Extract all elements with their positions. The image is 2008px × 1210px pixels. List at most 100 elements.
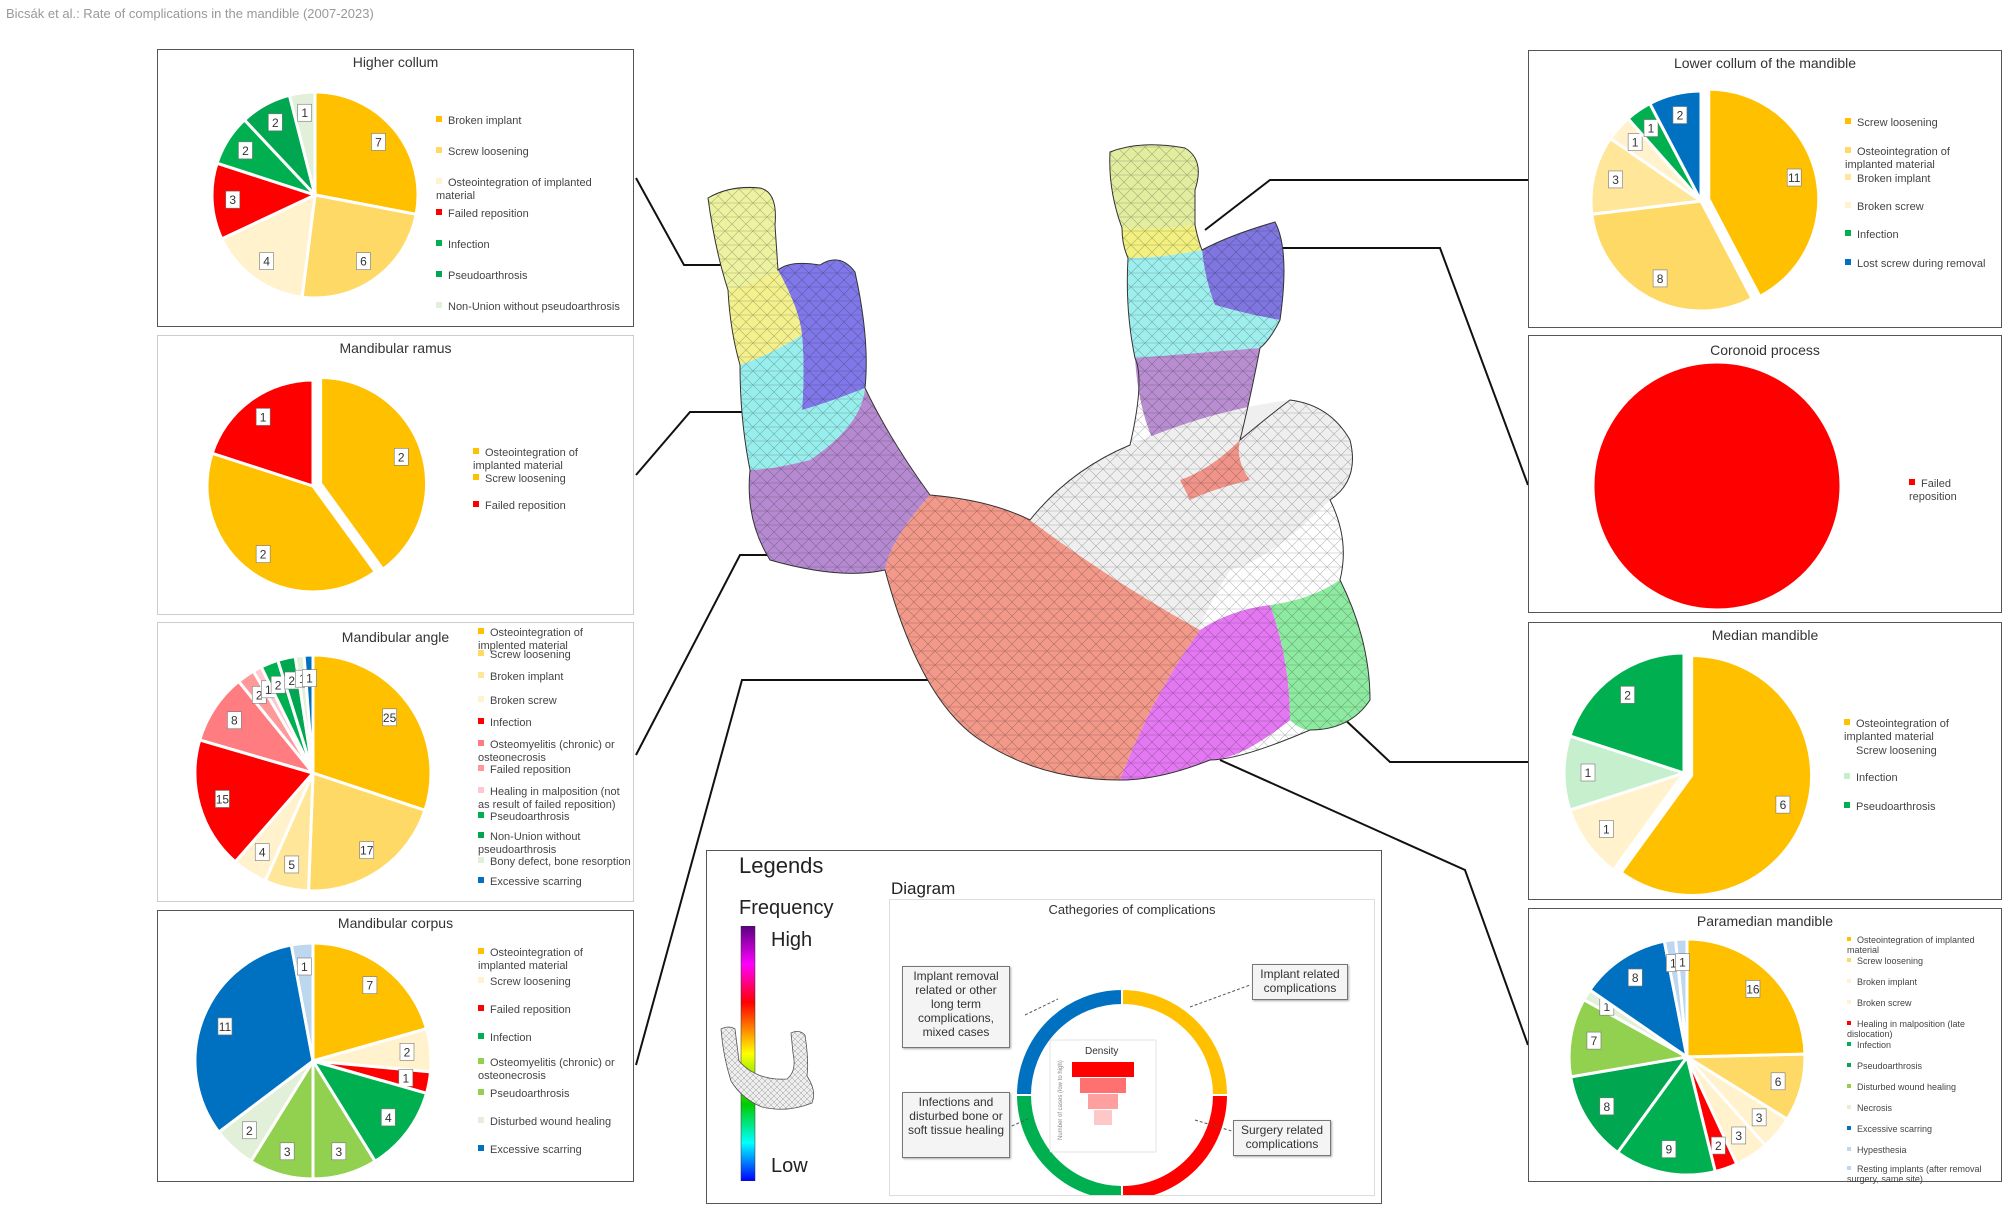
data-label-box: [1608, 170, 1623, 189]
legend-swatch: [478, 948, 484, 954]
legend-swatch: [478, 832, 484, 838]
data-label: 3: [1756, 1111, 1763, 1125]
legend-swatch: [478, 1117, 484, 1123]
pie-slice: [1647, 89, 1703, 202]
legend-label: Necrosis: [1857, 1103, 1893, 1113]
data-label-box: [284, 855, 300, 874]
legend-swatch: [1845, 147, 1851, 153]
legend-label: Excessive scarring: [490, 876, 582, 888]
pie-slice: [311, 653, 433, 813]
data-label: 6: [1775, 1075, 1782, 1089]
legend-swatch: [478, 765, 484, 771]
density-bar: [1080, 1078, 1126, 1093]
density-bar: [1088, 1094, 1118, 1109]
data-label-box: [362, 976, 378, 994]
legend-swatch: [473, 448, 479, 454]
legend-label: Broken implant: [448, 115, 522, 127]
pie-slice: [1587, 939, 1690, 1061]
pie-slice: [193, 738, 316, 864]
data-label-box: [399, 1042, 415, 1061]
data-label-box: [1661, 1140, 1677, 1158]
data-label: 1: [1648, 122, 1655, 136]
legend-swatch: [1845, 118, 1851, 124]
legend-label: Failed reposition: [490, 764, 571, 776]
pie-slice: [1589, 136, 1706, 216]
legend-label: Infection: [1857, 1040, 1892, 1050]
data-label: 3: [1735, 1129, 1742, 1143]
legend-swatch: [436, 178, 442, 184]
data-label: 5: [288, 858, 295, 872]
legend-label: Failed reposition: [490, 1004, 571, 1016]
data-label-box: [1599, 820, 1614, 838]
legend-swatch: [436, 271, 442, 277]
data-label: 1: [1603, 1000, 1610, 1014]
data-label-box: [1627, 133, 1643, 151]
legend-swatch: [478, 812, 484, 818]
data-label: 6: [360, 255, 367, 269]
data-label-box: [242, 1121, 257, 1140]
legend-swatch: [1847, 1021, 1851, 1025]
legend-swatch: [1847, 1084, 1851, 1088]
legend-label: Broken implant: [490, 671, 564, 683]
legend-label: Osteointegration of implented material: [478, 627, 583, 652]
data-label: 6: [1780, 798, 1787, 812]
legend-label: Pseudoarthrosis: [490, 1088, 570, 1100]
data-label: 8: [1632, 971, 1639, 985]
legend-swatch: [1847, 1147, 1851, 1151]
legend-swatch: [1847, 1105, 1851, 1109]
data-label-box: [359, 841, 375, 859]
legend-label: Broken screw: [1857, 201, 1924, 213]
data-label-box: [296, 957, 312, 976]
density-axis-label: Number of cases (low to high): [1058, 1060, 1064, 1140]
legend-label: Failed reposition: [1909, 478, 1957, 503]
data-label-box: [1652, 269, 1668, 288]
legend-label: Screw loosening: [1857, 117, 1938, 129]
chart-title: Paramedian mandible: [1696, 913, 1834, 929]
legend-label: Osteointegration of implanted material: [1844, 718, 1949, 743]
density-bar: [1094, 1110, 1112, 1125]
data-label: 11: [219, 1020, 232, 1034]
chart-title: Mandibular corpus: [337, 915, 454, 931]
legend-swatch: [478, 1058, 484, 1064]
data-label-box: [1672, 106, 1688, 124]
chart-title: Coronoid process: [1710, 342, 1820, 358]
legend-swatch: [1847, 1166, 1851, 1170]
legend-swatch: [436, 302, 442, 308]
legend-swatch: [478, 1033, 484, 1039]
pie-mandibular-angle: 251754158212211: [193, 653, 433, 893]
legend-swatch: [473, 474, 479, 480]
data-label-box: [227, 711, 242, 730]
legend-label: Excessive scarring: [1857, 1124, 1933, 1134]
legend-swatch: [478, 672, 484, 678]
figure-header: Bicsák et al.: Rate of complications in …: [6, 6, 374, 21]
data-label: 1: [306, 672, 313, 686]
legend-swatch: [1909, 479, 1915, 485]
data-label: 8: [231, 714, 238, 728]
data-label: 7: [367, 979, 374, 993]
data-label: 1: [260, 410, 267, 424]
density-bar: [1072, 1062, 1134, 1077]
legend-label: Screw loosening: [485, 473, 566, 485]
data-label-box: [331, 1142, 347, 1161]
legend-label: Osteomyelitis (chronic) or osteonecrosis: [478, 739, 615, 764]
frequency-low-label: Low: [771, 1155, 808, 1177]
legend-swatch: [436, 240, 442, 246]
pie-slice: [1567, 651, 1686, 776]
data-label-box: [217, 1017, 233, 1036]
legends-title: Legends: [739, 853, 824, 878]
data-label: 4: [259, 846, 266, 860]
data-label: 2: [1624, 688, 1631, 702]
legend-swatch: [478, 787, 484, 793]
data-label-box: [356, 252, 371, 270]
legend-label: Disturbed wound healing: [490, 1116, 612, 1128]
legend-label: Lost screw during removal: [1857, 258, 1986, 270]
data-label-box: [302, 669, 317, 687]
data-label: 1: [1632, 136, 1639, 150]
legend-label: Hypesthesia: [1857, 1145, 1907, 1155]
